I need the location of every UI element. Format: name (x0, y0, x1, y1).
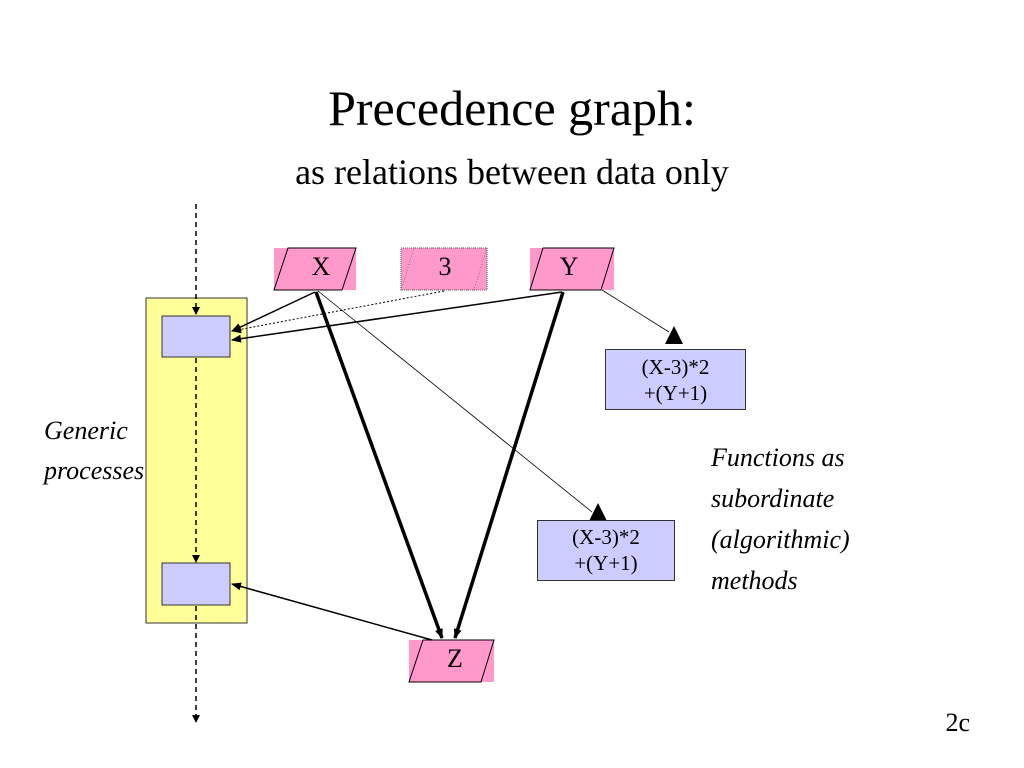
edge-y-to-process (231, 291, 563, 343)
node-z[interactable] (408, 639, 495, 683)
node-y-label: Y (559, 252, 579, 281)
node-y[interactable] (529, 247, 615, 291)
functions-label-line3: (algorithmic) (711, 525, 850, 554)
function-box-top-line1: (X-3)*2 (641, 355, 710, 379)
function-box-bottom[interactable]: (X-3)*2 +(Y+1) (537, 520, 675, 581)
slide-subtitle: as relations between data only (295, 152, 729, 192)
edge-x-to-function-bottom (317, 290, 593, 513)
edge-y-to-function-top (601, 289, 670, 333)
generic-label-line1: Generic (44, 416, 128, 445)
slide-title: Precedence graph: (328, 80, 696, 136)
node-x-label: X (311, 252, 331, 281)
functions-label-line4: methods (711, 566, 798, 595)
generic-label-line2: processes (44, 456, 145, 485)
function-box-top-line2: +(Y+1) (643, 381, 708, 405)
edge-z-to-process (231, 582, 433, 641)
functions-label: Functions as subordinate (algorithmic) m… (711, 437, 850, 601)
node-3[interactable] (400, 247, 488, 291)
node-x[interactable] (273, 247, 357, 291)
slide-number: 2c (945, 708, 970, 737)
function-box-bottom-line1: (X-3)*2 (572, 525, 640, 549)
generic-processes-label: Generic processes (44, 413, 144, 489)
function-box-bottom-line2: +(Y+1) (574, 551, 638, 575)
edge-x-to-process (231, 291, 316, 332)
function-box-top[interactable]: (X-3)*2 +(Y+1) (605, 349, 746, 410)
edge-y-to-z (453, 291, 565, 639)
functions-label-line2: subordinate (711, 484, 835, 513)
edge-x-to-z (314, 291, 444, 639)
node-3-label: 3 (438, 252, 452, 281)
process-box-bottom[interactable] (161, 562, 231, 606)
node-z-label: Z (447, 644, 463, 673)
arrowhead-function-top (665, 326, 683, 344)
arrowhead-function-bottom (589, 503, 607, 521)
process-box-top[interactable] (161, 315, 231, 358)
functions-label-line1: Functions as (711, 443, 845, 472)
